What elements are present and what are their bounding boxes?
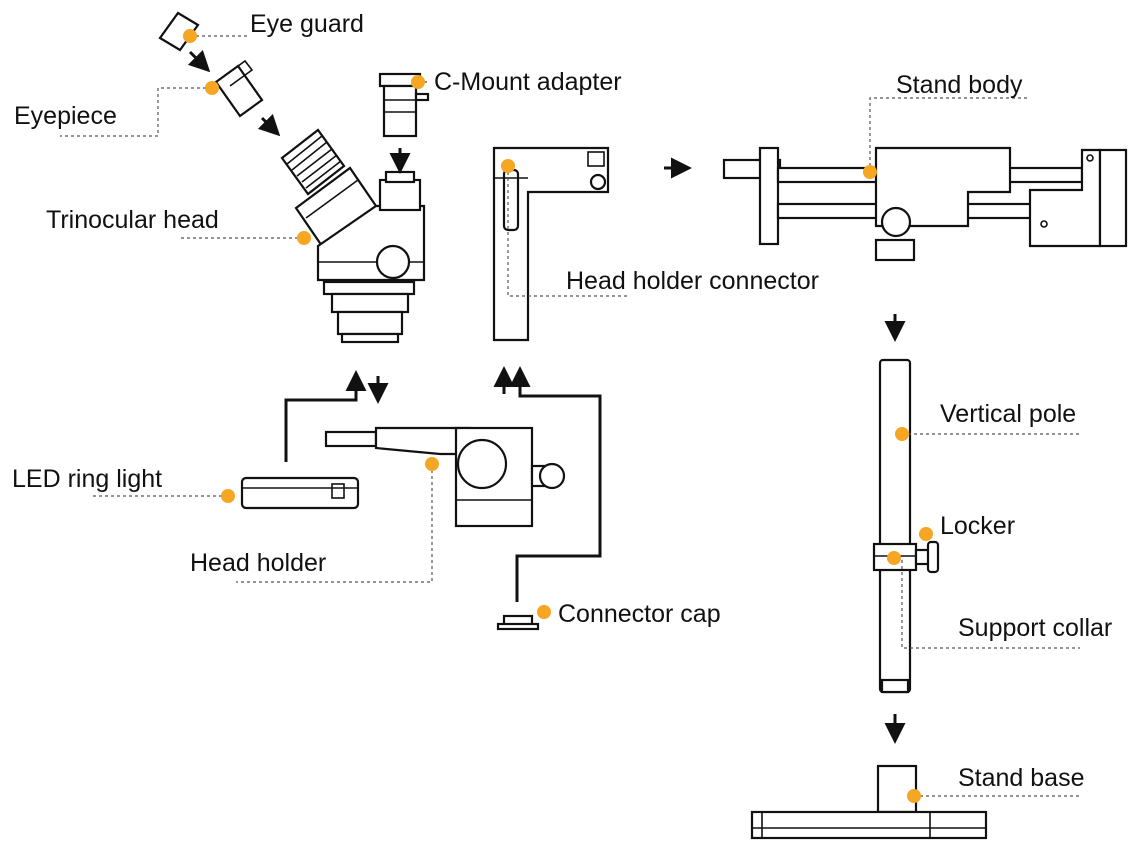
stand-base-part: [750, 764, 988, 840]
arrow-ring-light-route: [284, 370, 367, 462]
label-c-mount-adapter: C-Mount adapter: [434, 68, 622, 96]
stand-body-part: [722, 146, 1128, 262]
vertical-pole-part: [878, 358, 912, 694]
marker-locker: [919, 527, 933, 541]
label-support-collar: Support collar: [958, 614, 1112, 642]
label-stand-body: Stand body: [896, 71, 1023, 99]
eye-guard-part: [158, 11, 200, 52]
label-head-holder-connector: Head holder connector: [566, 267, 819, 295]
marker-led-ring-light: [221, 489, 235, 503]
label-eyepiece: Eyepiece: [14, 102, 117, 130]
marker-head-holder-connector: [501, 159, 515, 173]
arrow-cap-route: [509, 366, 602, 602]
label-vertical-pole: Vertical pole: [940, 400, 1076, 428]
marker-c-mount-adapter: [411, 75, 425, 89]
marker-connector-cap: [537, 605, 551, 619]
marker-trinocular-head: [297, 231, 311, 245]
head-holder-part: [324, 426, 566, 528]
label-locker: Locker: [940, 512, 1015, 540]
eyepiece-part: [214, 59, 264, 118]
arrow-eyeguard-to-eyepiece: [187, 49, 211, 73]
label-trinocular-head: Trinocular head: [46, 206, 219, 234]
marker-eyepiece: [205, 81, 219, 95]
connector-cap-part: [496, 614, 540, 631]
arrow-eyepiece-to-head: [257, 113, 281, 137]
assembly-arrows: [187, 49, 906, 744]
label-connector-cap: Connector cap: [558, 600, 721, 628]
support-collar-part: [872, 540, 940, 574]
marker-support-collar: [887, 551, 901, 565]
head-holder-connector-part: [492, 146, 610, 342]
marker-vertical-pole: [895, 427, 909, 441]
label-eye-guard: Eye guard: [250, 10, 364, 38]
label-stand-base: Stand base: [958, 764, 1085, 792]
label-led-ring-light: LED ring light: [12, 465, 162, 493]
part-labels: Eye guard Eyepiece C-Mount adapter Trino…: [12, 10, 1112, 792]
marker-eye-guard: [183, 29, 197, 43]
part-markers: [183, 29, 933, 803]
c-mount-adapter-part: [378, 72, 430, 138]
marker-head-holder: [425, 457, 439, 471]
led-ring-light-part: [240, 476, 360, 510]
trinocular-head-part: [280, 128, 426, 344]
leader-lines: [60, 35, 1080, 797]
marker-stand-body: [863, 165, 877, 179]
label-head-holder: Head holder: [190, 549, 326, 577]
marker-stand-base: [907, 789, 921, 803]
